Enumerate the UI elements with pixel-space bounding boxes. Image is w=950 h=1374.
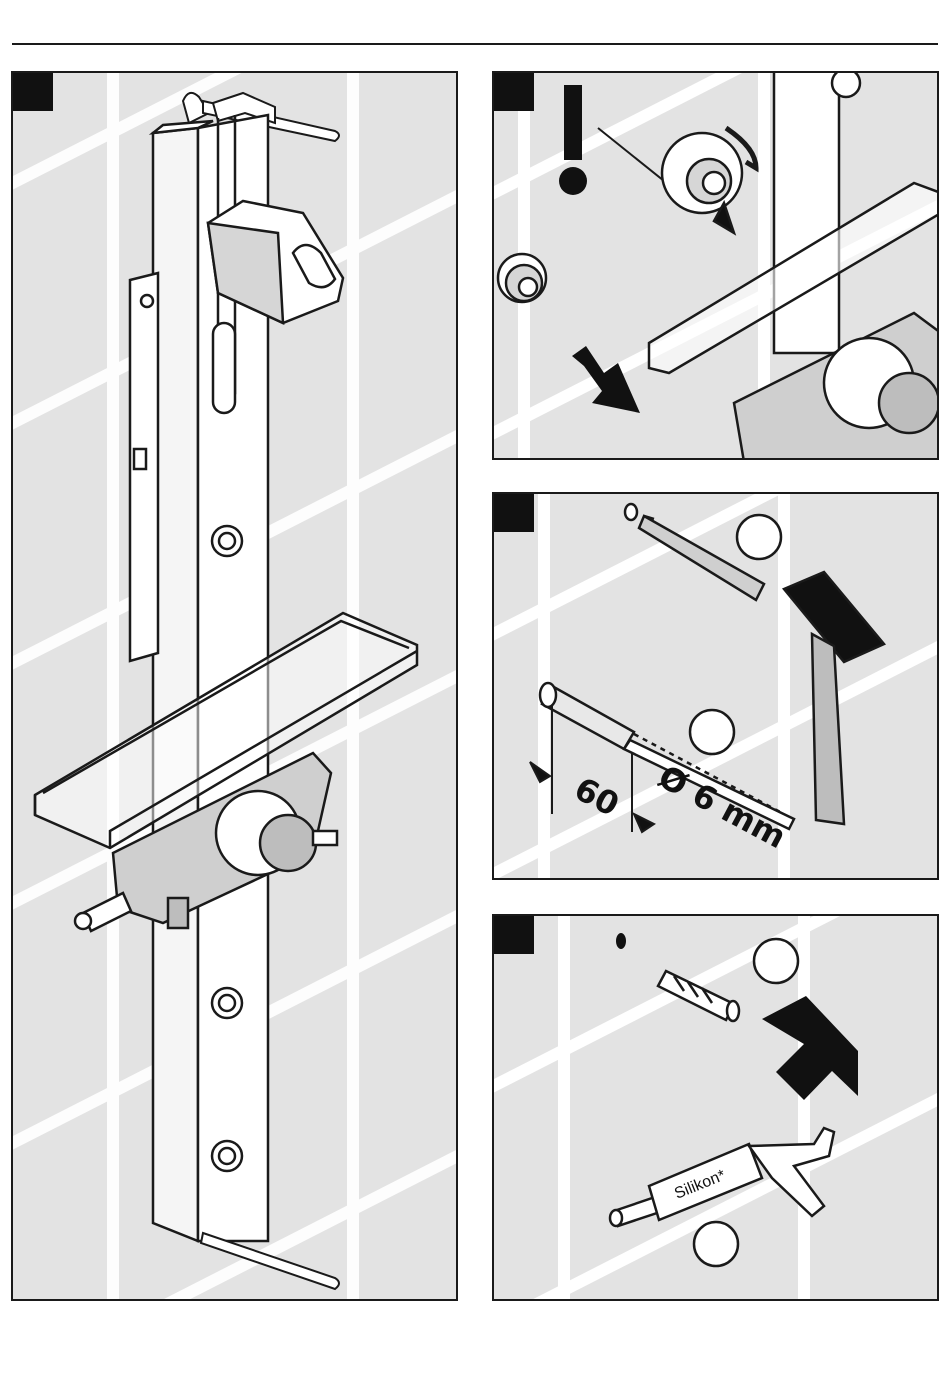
step-number-badge xyxy=(494,73,534,111)
drill-hole xyxy=(616,933,626,949)
step-ref-circle xyxy=(737,515,781,559)
eccentric-fitting-icon xyxy=(498,254,546,302)
step-number-badge xyxy=(494,916,534,954)
step-number-badge xyxy=(13,73,53,111)
sealing-illustration: Silikon* xyxy=(494,916,939,1301)
eccentric-fitting-icon xyxy=(662,128,756,233)
arrow-icon xyxy=(572,346,640,413)
step-ref-circle xyxy=(694,1222,738,1266)
step-2-panel xyxy=(492,71,939,460)
side-rail xyxy=(130,273,158,661)
step-number-badge xyxy=(494,494,534,532)
step-ref-circle xyxy=(754,939,798,983)
step-4-panel: Silikon* xyxy=(492,914,939,1301)
step-1-panel xyxy=(11,71,458,1301)
shower-panel-illustration xyxy=(13,73,458,1301)
step-ref-circle xyxy=(690,710,734,754)
arrow-icon xyxy=(762,996,858,1100)
step-3-panel: 60 Ø 6 mm xyxy=(492,492,939,880)
hammer-icon xyxy=(784,572,884,824)
drilling-illustration: 60 Ø 6 mm xyxy=(494,494,939,880)
eccentric-fittings-illustration xyxy=(494,73,939,460)
top-rule xyxy=(12,43,938,45)
frame-and-mixer xyxy=(649,73,939,460)
